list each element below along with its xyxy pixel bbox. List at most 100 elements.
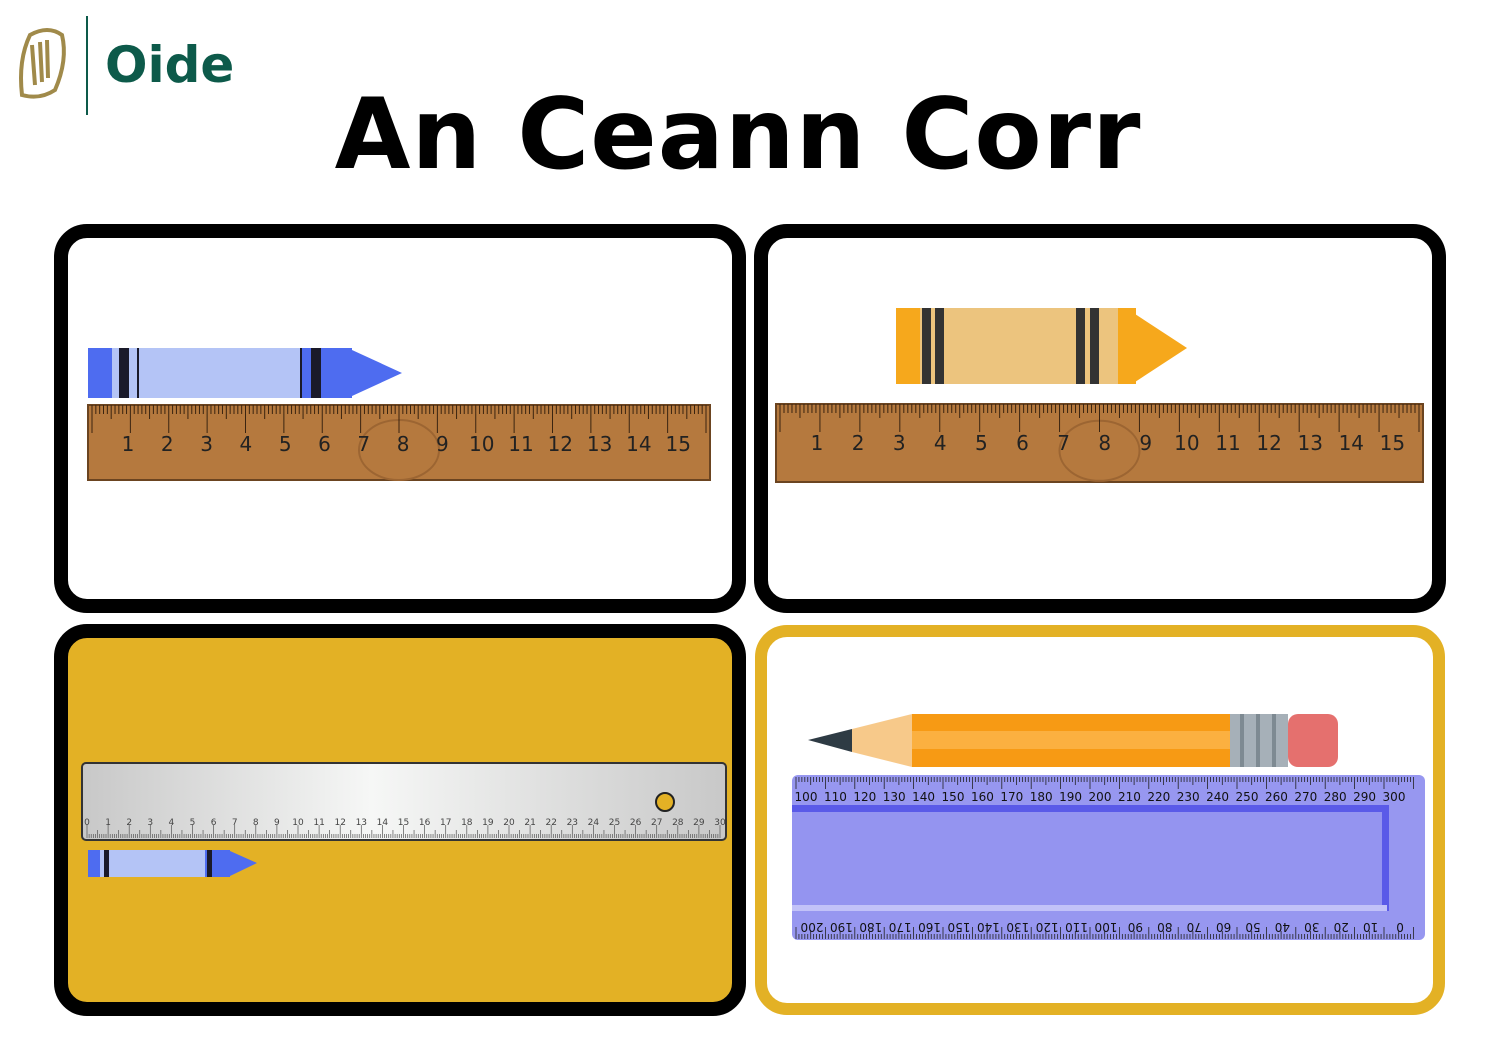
ruler-label: 14 (1339, 431, 1364, 455)
ruler-bottom-label: 100 (1095, 920, 1118, 934)
ruler-label: 11 (508, 432, 533, 456)
ruler-bottom-label: 60 (1216, 920, 1231, 934)
ruler-top-label: 180 (1030, 790, 1053, 804)
ruler-label: 15 (1380, 431, 1405, 455)
ruler-bottom-label: 200 (801, 920, 824, 934)
orange-crayon (896, 308, 1187, 384)
ruler-top-label: 300 (1383, 790, 1406, 804)
ruler-bottom-label: 160 (918, 920, 941, 934)
oide-logo-text: Oide (105, 36, 235, 94)
ruler-label: 9 (1139, 431, 1152, 455)
ruler-label: 2 (126, 818, 132, 828)
ruler-top-label: 220 (1147, 790, 1170, 804)
ruler-label: 15 (398, 818, 409, 828)
ruler-label: 10 (1174, 431, 1199, 455)
ruler-bottom-label: 40 (1275, 920, 1290, 934)
ruler-top-label: 270 (1294, 790, 1317, 804)
pencil (808, 714, 1338, 767)
ruler-label: 3 (893, 431, 906, 455)
ruler-bottom-label: 20 (1334, 920, 1349, 934)
ruler-bottom-label: 0 (1396, 920, 1404, 934)
ruler-label: 12 (548, 432, 573, 456)
ruler-label: 14 (377, 818, 389, 828)
ruler-top-label: 250 (1236, 790, 1259, 804)
ruler-bottom-label: 170 (889, 920, 912, 934)
ruler-bottom-label: 50 (1245, 920, 1260, 934)
ruler-label: 6 (318, 432, 331, 456)
ruler-label: 10 (292, 818, 304, 828)
ruler-label: 11 (1215, 431, 1240, 455)
ruler-label: 9 (436, 432, 449, 456)
ruler-label: 2 (161, 432, 174, 456)
ruler-top-label: 160 (971, 790, 994, 804)
ruler-label: 4 (240, 432, 253, 456)
ruler-label: 25 (609, 818, 620, 828)
ruler-label: 10 (469, 432, 494, 456)
ruler-label: 22 (545, 818, 556, 828)
ruler-bottom-label: 180 (859, 920, 882, 934)
harp-icon (19, 28, 66, 99)
ruler-label: 19 (482, 818, 494, 828)
ruler-hole (655, 792, 675, 812)
ruler-top-label: 240 (1206, 790, 1229, 804)
ruler-label: 13 (356, 818, 367, 828)
ruler-label: 8 (253, 818, 259, 828)
ruler-label: 14 (626, 432, 651, 456)
ruler-bottom-label: 110 (1065, 920, 1088, 934)
ruler-label: 6 (211, 818, 217, 828)
ruler-bottom-label: 80 (1157, 920, 1172, 934)
ruler-top-label: 100 (795, 790, 818, 804)
ruler-label: 29 (693, 818, 705, 828)
ruler-top-label: 260 (1265, 790, 1288, 804)
ruler-label: 21 (524, 818, 535, 828)
ruler-top-label: 170 (1000, 790, 1023, 804)
ruler-label: 23 (567, 818, 578, 828)
ruler-label: 5 (975, 431, 988, 455)
ruler-label: 1 (105, 818, 111, 828)
ruler-label: 16 (419, 818, 431, 828)
ruler-bottom-label: 150 (948, 920, 971, 934)
ruler-label: 3 (200, 432, 213, 456)
ruler-label: 6 (1016, 431, 1029, 455)
ruler-label: 18 (461, 818, 473, 828)
ruler-bottom-label: 30 (1304, 920, 1319, 934)
ruler-bottom-label: 70 (1187, 920, 1202, 934)
ruler-bottom-label: 140 (977, 920, 1000, 934)
ruler-top-label: 200 (1089, 790, 1112, 804)
ruler-top-label: 150 (942, 790, 965, 804)
ruler-label: 5 (279, 432, 292, 456)
ruler-bottom-label: 10 (1363, 920, 1378, 934)
ruler-label: 1 (122, 432, 135, 456)
ruler-label: 8 (397, 432, 410, 456)
ruler-label: 1 (811, 431, 824, 455)
blue-crayon (88, 348, 402, 398)
ruler-top-label: 120 (853, 790, 876, 804)
ruler-label: 4 (169, 818, 175, 828)
ruler-label: 7 (1057, 431, 1070, 455)
ruler-label: 28 (672, 818, 684, 828)
ruler-top-label: 280 (1324, 790, 1347, 804)
ruler-label: 13 (1297, 431, 1322, 455)
small-blue-crayon (88, 850, 257, 877)
ruler-bottom-label: 130 (1006, 920, 1029, 934)
ruler-label: 30 (714, 818, 726, 828)
ruler-top-label: 130 (883, 790, 906, 804)
ruler-label: 24 (588, 818, 600, 828)
ruler-top-label: 140 (912, 790, 935, 804)
ruler-label: 2 (852, 431, 865, 455)
ruler-top-label: 230 (1177, 790, 1200, 804)
ruler-bottom-label: 190 (830, 920, 853, 934)
ruler-label: 17 (440, 818, 451, 828)
ruler-label: 7 (357, 432, 370, 456)
ruler-label: 9 (274, 818, 280, 828)
ruler-top-label: 210 (1118, 790, 1141, 804)
ruler-top-label: 290 (1353, 790, 1376, 804)
ruler-top-label: 190 (1059, 790, 1082, 804)
ruler-label: 20 (503, 818, 515, 828)
ruler-label: 15 (665, 432, 690, 456)
